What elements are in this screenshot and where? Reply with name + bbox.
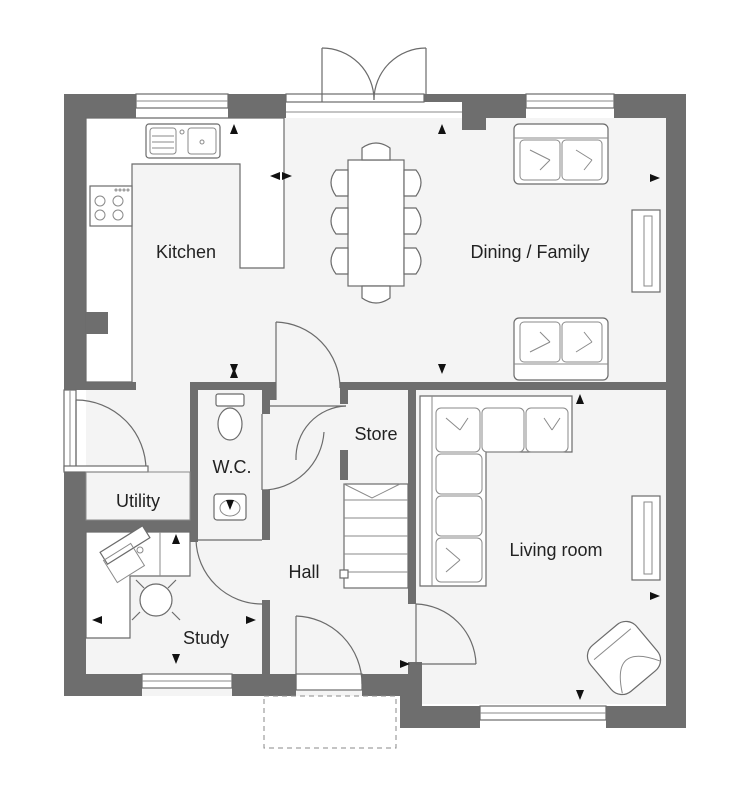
stairs-icon xyxy=(339,483,409,589)
room-label-wc: W.C. xyxy=(213,457,252,477)
chair-icon xyxy=(131,579,181,621)
room-label-utility: Utility xyxy=(116,491,160,511)
door-swings xyxy=(63,321,477,749)
windows xyxy=(63,93,615,721)
room-label-dining-family: Dining / Family xyxy=(470,242,589,262)
sofa-icon xyxy=(419,395,573,587)
kitchen-fixtures xyxy=(85,117,285,383)
room-label-kitchen: Kitchen xyxy=(156,242,216,262)
door-swing-icon xyxy=(415,603,477,665)
desk-icon xyxy=(85,524,191,639)
armchair-icon xyxy=(586,620,662,696)
sofa-icon xyxy=(513,317,609,381)
door-swing-icon xyxy=(261,431,325,491)
door-swing-icon xyxy=(75,399,147,471)
door-swing-icon xyxy=(295,615,363,685)
dining-table-icon xyxy=(330,142,422,304)
utility-worktop xyxy=(85,471,191,521)
door-swing-icon xyxy=(295,405,347,461)
door-swing-icon xyxy=(373,47,427,101)
room-labels: Kitchen Dining / Family Store W.C. Utili… xyxy=(116,242,603,648)
interior-walls xyxy=(64,382,666,680)
hob-icon xyxy=(89,185,133,227)
door-swing-icon xyxy=(275,321,341,389)
room-label-hall: Hall xyxy=(288,562,319,582)
outer-walls xyxy=(64,94,686,728)
toilet-icon xyxy=(215,393,245,441)
sofa-icon xyxy=(513,123,609,185)
room-label-living-room: Living room xyxy=(509,540,602,560)
door-swing-icon xyxy=(195,539,263,605)
door-swing-icon xyxy=(321,47,375,101)
tv-unit-icon xyxy=(631,209,661,293)
french-doors xyxy=(285,47,462,113)
porch-outline xyxy=(263,695,397,749)
room-label-study: Study xyxy=(183,628,229,648)
sink-icon xyxy=(145,123,221,159)
tv-unit-icon xyxy=(631,495,661,581)
dimension-arrow-icon xyxy=(92,124,660,700)
room-label-store: Store xyxy=(354,424,397,444)
